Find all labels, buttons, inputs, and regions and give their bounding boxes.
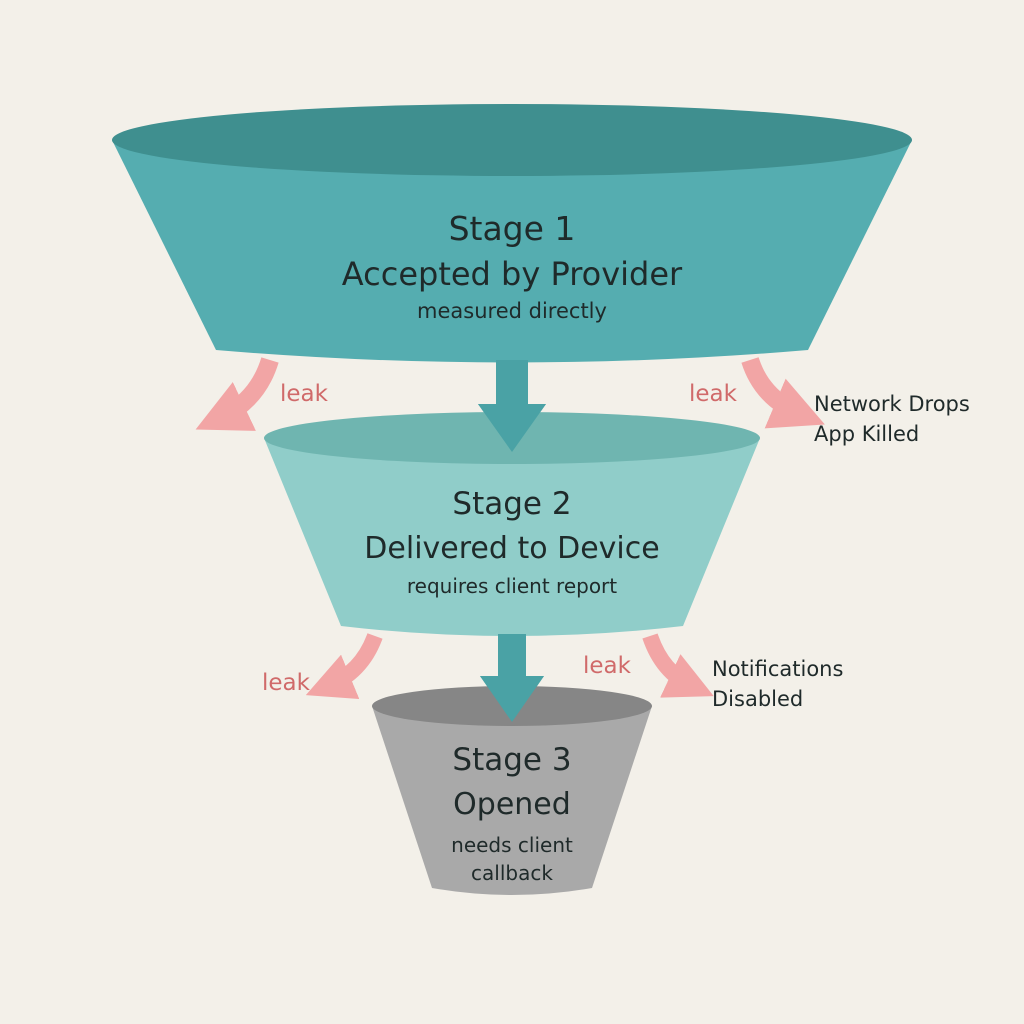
flow-arrow-2-to-3-tip: [480, 676, 544, 722]
leak-label-stage2-right: leak: [583, 653, 632, 679]
stage-3-body: [372, 706, 652, 895]
stage-3-note-line2: callback: [471, 861, 553, 885]
stage-1-funnel: [112, 104, 912, 363]
stage-2-note: requires client report: [407, 574, 617, 598]
leak-reason-app-killed: App Killed: [814, 422, 919, 446]
leak-arrow-stage2-left: [305, 633, 383, 700]
stage-3-note-line1: needs client: [451, 833, 573, 857]
stage-1-number: Stage 1: [449, 209, 576, 248]
stage-1-rim: [112, 104, 912, 176]
stage-1-body: [112, 140, 912, 363]
leak-arrow-stage1-left: [195, 357, 279, 431]
leak-label-stage1-right: leak: [689, 381, 738, 407]
leak-reason-notifications: Notifications: [712, 657, 843, 681]
leak-label-stage2-left: leak: [262, 670, 311, 696]
stage-3-name: Opened: [453, 787, 571, 822]
leak-arrow-stage1-right: [741, 356, 825, 429]
stage-2-body: [264, 438, 760, 636]
stage-1-name: Accepted by Provider: [342, 255, 683, 293]
leak-reason-network-drops: Network Drops: [814, 392, 970, 416]
leak-arrow-stage2-right: [642, 633, 714, 698]
stage-3-number: Stage 3: [452, 742, 571, 778]
stage-2-number: Stage 2: [452, 486, 571, 522]
stage-1-note: measured directly: [417, 299, 607, 323]
leak-reason-disabled: Disabled: [712, 687, 803, 711]
leak-label-stage1-left: leak: [280, 381, 329, 407]
stage-2-name: Delivered to Device: [364, 531, 659, 566]
flow-arrow-1-to-2-tip: [478, 404, 546, 452]
